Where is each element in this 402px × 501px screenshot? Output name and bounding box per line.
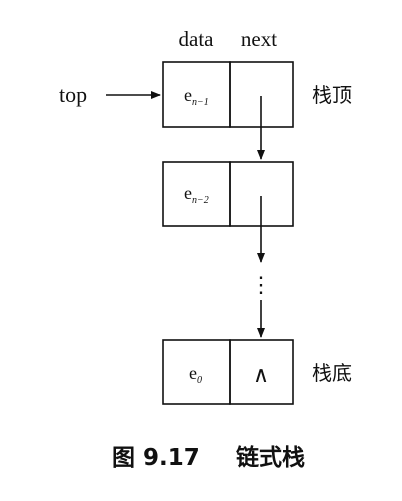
node-second-data-value: e: [184, 183, 192, 203]
data-column-header: data: [179, 27, 215, 51]
node-second-data-cell: [162, 161, 231, 227]
stack-top-label: 栈顶: [312, 83, 352, 107]
figure-title: 链式栈: [236, 444, 305, 471]
null-pointer-symbol: ∧: [253, 362, 269, 387]
node-bottom-next-cell: [229, 339, 294, 405]
ellipsis-dots: ⋮: [250, 272, 272, 297]
svg-text:e0: e0: [189, 363, 202, 386]
node-bottom-data-value: e: [189, 363, 197, 383]
stack-bottom-label: 栈底: [312, 361, 352, 385]
stack-node-bottom: e0 ∧: [162, 339, 294, 405]
node-bottom-data-subscript: 0: [197, 375, 202, 386]
node-top-data-value: e: [184, 85, 192, 105]
stack-node-top: en−1: [162, 61, 294, 128]
node-second-data-subscript: n−2: [192, 195, 209, 206]
node-top-data-subscript: n−1: [192, 97, 209, 108]
node-top-data-cell: [162, 61, 231, 128]
svg-text:en−1: en−1: [184, 85, 209, 108]
svg-text:en−2: en−2: [184, 183, 209, 206]
stack-node-second: en−2: [162, 161, 294, 227]
top-pointer-label: top: [59, 82, 87, 107]
next-column-header: next: [241, 27, 277, 51]
figure-number: 图 9.17: [112, 445, 200, 471]
